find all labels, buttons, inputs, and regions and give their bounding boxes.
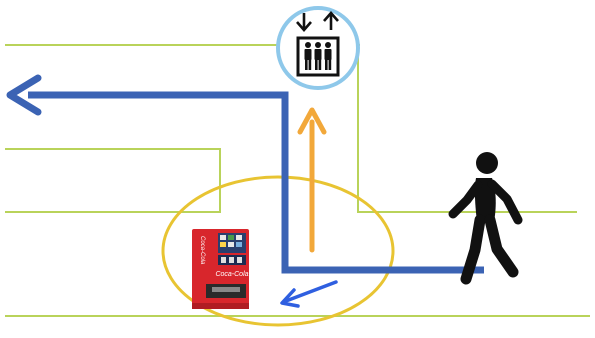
elevator-icon — [278, 8, 358, 88]
vending-brand-text: Coca-Cola — [215, 271, 248, 278]
walking-person-icon — [453, 152, 518, 279]
vending-machine-icon: Coca-Cola Coca-Cola — [192, 229, 249, 309]
floor-line-right-vertical — [358, 45, 577, 212]
vending-side-text: Coca-Cola — [199, 236, 205, 265]
small-blue-arrow — [282, 282, 336, 306]
floor-line-left-box — [5, 149, 220, 212]
floor-lines — [5, 45, 590, 316]
